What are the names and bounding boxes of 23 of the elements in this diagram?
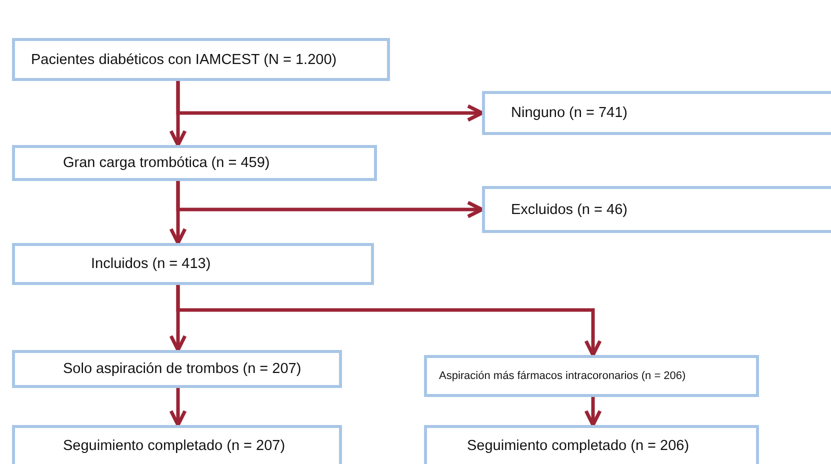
box-label: Pacientes diabéticos con IAMCEST (N = 1.200) [31, 52, 337, 68]
box-label: Gran carga trombótica (n = 459) [63, 155, 270, 171]
box-label: Ninguno (n = 741) [511, 105, 628, 121]
arrow [176, 81, 484, 122]
process-box [424, 355, 759, 397]
box-label: Incluidos (n = 413) [91, 256, 211, 272]
process-box [12, 243, 374, 285]
process-box [12, 425, 342, 464]
arrow [176, 181, 484, 218]
box-label: Solo aspiración de trombos (n = 207) [63, 361, 302, 377]
box-label: Seguimiento completado (n = 207) [63, 438, 286, 454]
arrow [176, 285, 602, 357]
box-label: Seguimiento completado (n = 206) [467, 438, 690, 454]
process-box [12, 38, 390, 81]
arrow [584, 397, 602, 427]
process-box [482, 91, 831, 135]
process-box [482, 186, 831, 233]
process-box [12, 145, 377, 181]
arrow [169, 388, 187, 427]
box-label: Excluidos (n = 46) [511, 202, 628, 218]
box-label: Aspiración más fármacos intracoronarios (n = 206) [439, 370, 686, 382]
process-box [424, 425, 759, 464]
process-box [12, 350, 342, 388]
